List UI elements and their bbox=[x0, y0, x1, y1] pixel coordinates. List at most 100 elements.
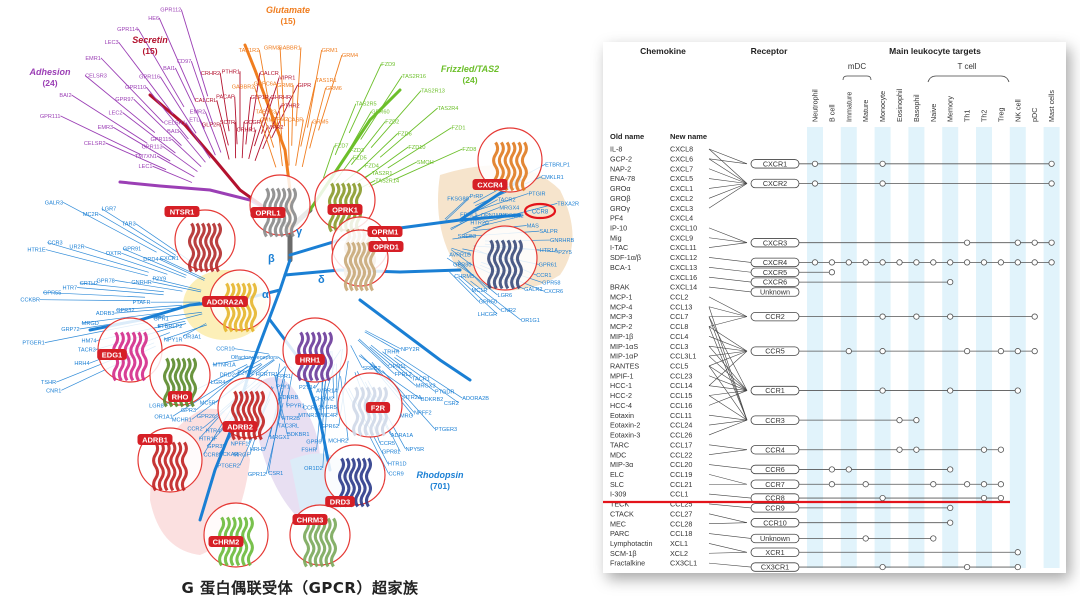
gene-label: GPR116 bbox=[139, 75, 160, 81]
helix-icon bbox=[215, 222, 222, 273]
leaf-branch bbox=[393, 148, 463, 181]
gene-label: EMR2 bbox=[190, 110, 206, 116]
gene-label: GRM1 bbox=[322, 48, 338, 54]
receptor-label: CCR3 bbox=[765, 416, 785, 425]
leaf-branch bbox=[157, 313, 203, 327]
gene-label: GRM4 bbox=[342, 53, 358, 59]
family-count: (24) bbox=[42, 78, 57, 88]
leaf-branch bbox=[219, 72, 230, 132]
gene-label: GPR50 bbox=[479, 300, 497, 306]
new-name: CXCL3 bbox=[670, 204, 693, 213]
new-name: CCL5 bbox=[670, 362, 688, 371]
gene-label: LHCGR bbox=[478, 312, 498, 318]
gene-label: GPR115 bbox=[150, 137, 171, 143]
ligand-connector bbox=[708, 375, 748, 391]
leaf-branch bbox=[105, 142, 167, 171]
gene-label: P2Y12 bbox=[237, 371, 254, 377]
helix-icon bbox=[239, 282, 247, 333]
new-name: CCL13 bbox=[670, 302, 692, 311]
header-new-name: New name bbox=[670, 132, 707, 141]
gene-label: LGR5 bbox=[322, 405, 337, 411]
gene-label: GRM7 bbox=[260, 117, 276, 123]
target-dot bbox=[1048, 259, 1055, 266]
leaf-branch bbox=[360, 75, 403, 140]
structure-label-badge bbox=[367, 226, 403, 237]
leaf-branch bbox=[286, 368, 294, 406]
column-header-immature: Immature bbox=[844, 92, 853, 122]
helix-icon bbox=[352, 386, 360, 437]
leaf-branch bbox=[199, 119, 216, 156]
structure-label: CXCR4 bbox=[477, 181, 503, 190]
target-dot bbox=[879, 313, 886, 320]
gene-label: CCKBR bbox=[20, 298, 40, 304]
new-name: CCL26 bbox=[670, 431, 692, 440]
new-name: XCL2 bbox=[670, 549, 688, 558]
gene-label: GPR114 bbox=[117, 27, 138, 33]
gene-label: FPRL2 bbox=[394, 372, 411, 378]
ligand-connector bbox=[708, 503, 752, 509]
shaded-column bbox=[976, 127, 992, 568]
ligand-connector bbox=[708, 306, 748, 317]
structure-label: OPRM1 bbox=[372, 228, 399, 237]
structure-badge-ntsr1: NTSR1 bbox=[164, 206, 200, 217]
leaf-branch bbox=[449, 271, 480, 302]
ligand-connector bbox=[708, 513, 748, 523]
gene-label: OXTR bbox=[106, 251, 122, 257]
ligand-connector bbox=[708, 419, 748, 436]
old-name: Fractalkine bbox=[610, 559, 645, 568]
gene-label: PACAP bbox=[216, 95, 235, 101]
leaf-branch bbox=[190, 61, 214, 125]
leaf-branch bbox=[370, 90, 422, 148]
gene-label: TACR2 bbox=[498, 198, 516, 204]
target-dot bbox=[862, 535, 869, 542]
receptor-label: CXCR3 bbox=[763, 238, 787, 247]
leaf-branch bbox=[43, 292, 146, 298]
leaf-branch bbox=[118, 41, 174, 115]
table-row: CXCL16 bbox=[670, 273, 697, 282]
gene-label: TAS2R16 bbox=[402, 74, 426, 80]
target-dot bbox=[997, 348, 1004, 355]
gene-label: CELSR2 bbox=[84, 141, 106, 147]
ligand-connector bbox=[708, 326, 748, 352]
ligand-connector bbox=[708, 493, 752, 499]
gene-label: CELSR1 bbox=[164, 120, 186, 126]
gene-label: HCRTR1 bbox=[256, 372, 279, 378]
gene-label: FZD5 bbox=[353, 156, 367, 162]
structure-label-badge bbox=[327, 204, 363, 215]
gene-label: FZD2 bbox=[385, 119, 399, 125]
helix-icon bbox=[353, 241, 361, 292]
leaf-branch bbox=[364, 331, 400, 352]
gene-label: CRHR2 bbox=[201, 71, 220, 77]
leaf-branch bbox=[255, 359, 275, 375]
structure-label: NTSR1 bbox=[170, 208, 195, 217]
leaf-branch bbox=[358, 338, 389, 367]
target-dot bbox=[913, 417, 920, 424]
gene-label: EDNRB bbox=[279, 395, 299, 401]
leaf-branch bbox=[322, 389, 329, 468]
leaf-branch bbox=[394, 357, 460, 404]
new-name: CCL25 bbox=[670, 500, 692, 509]
target-dot bbox=[1014, 549, 1021, 556]
leaf-branch bbox=[323, 145, 335, 179]
old-name: SLC bbox=[610, 480, 624, 489]
target-dot bbox=[896, 417, 903, 424]
new-name: CCL19 bbox=[670, 470, 692, 479]
leaf-branch bbox=[234, 96, 238, 145]
new-name: CCL11 bbox=[670, 411, 692, 420]
helix-icon bbox=[241, 516, 249, 567]
family-title: Adhesion bbox=[28, 67, 71, 77]
ligand-connector bbox=[708, 395, 748, 421]
gene-label: GRP72 bbox=[61, 327, 79, 333]
gene-label: HTR4 bbox=[206, 428, 221, 434]
gene-label: TRHR bbox=[384, 350, 400, 356]
structure-label: ADORA2A bbox=[206, 298, 244, 307]
leaf-branch bbox=[40, 299, 146, 302]
target-dot bbox=[879, 259, 886, 266]
gene-label: NPFF2 bbox=[414, 410, 432, 416]
